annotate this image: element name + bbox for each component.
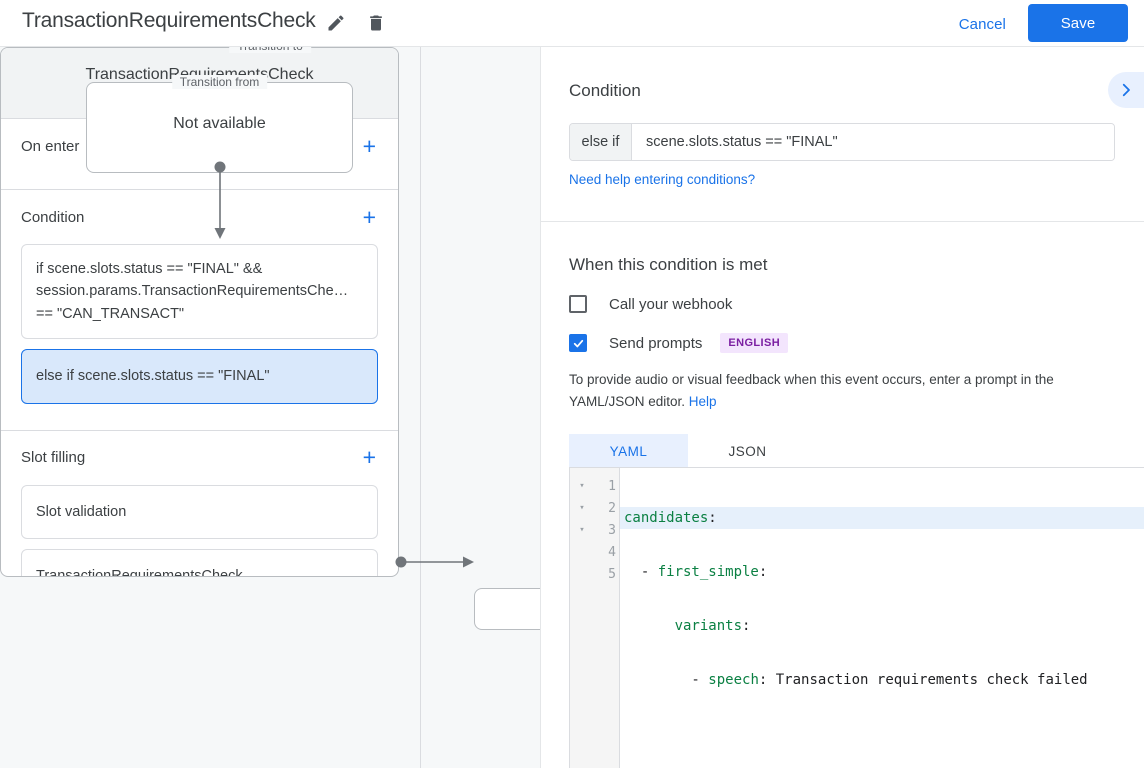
detail-panel: Condition else if scene.slots.status == …	[540, 47, 1144, 768]
tab-json[interactable]: JSON	[728, 443, 767, 459]
gutter-line: ▾3	[570, 519, 619, 541]
condition-input-row[interactable]: else if scene.slots.status == "FINAL"	[569, 123, 1115, 161]
condition-operator: else if	[570, 124, 632, 160]
panel-when-met-section: When this condition is met Call your web…	[541, 221, 1144, 469]
add-condition-button[interactable]: +	[362, 203, 376, 230]
section-slot-filling: Slot filling + Slot validation Transacti…	[1, 431, 398, 576]
tab-yaml[interactable]: YAML	[569, 434, 688, 469]
section-title-condition: Condition	[21, 208, 85, 226]
send-prompts-checkbox[interactable]	[569, 334, 587, 352]
webhook-checkbox[interactable]	[569, 295, 587, 313]
when-met-title: When this condition is met	[569, 255, 768, 274]
condition-outgoing-edge	[395, 556, 474, 568]
fold-arrow-icon[interactable]: ▾	[579, 481, 585, 491]
slot-filling-item[interactable]: TransactionRequirementsCheck	[21, 549, 378, 576]
yaml-key: first_simple	[657, 564, 759, 580]
yaml-key: variants	[674, 618, 743, 634]
add-slot-filling-button[interactable]: +	[362, 444, 376, 471]
chevron-right-icon[interactable]	[1108, 72, 1144, 108]
editor-gutter: ▾1 ▾2 ▾3 4 5	[570, 468, 620, 768]
condition-help-link[interactable]: Need help entering conditions?	[569, 172, 756, 187]
panel-condition-section: Condition else if scene.slots.status == …	[541, 47, 1144, 189]
send-prompts-checkbox-row[interactable]: Send prompts ENGLISH	[569, 333, 1125, 353]
slot-filling-item[interactable]: Slot validation	[21, 484, 378, 540]
editor-tabs: YAML JSON	[569, 434, 1125, 469]
transition-to-legend: Transition to	[229, 47, 311, 53]
section-on-enter: On enter +	[1, 119, 398, 190]
section-title-slot-filling: Slot filling	[21, 449, 86, 467]
send-prompts-label: Send prompts	[609, 334, 703, 352]
transition-from-node[interactable]: Transition from Not available	[86, 75, 353, 173]
prompts-description-text: To provide audio or visual feedback when…	[569, 372, 1054, 409]
code-line: variants:	[674, 618, 751, 634]
section-title-on-enter: On enter	[21, 137, 80, 155]
canvas-divider	[420, 47, 421, 768]
code-line: candidates:	[620, 507, 1144, 529]
fold-arrow-icon[interactable]: ▾	[579, 525, 585, 535]
flow-canvas: Transition from Not available Transition…	[0, 47, 540, 768]
transition-from-legend: Transition from	[171, 75, 268, 89]
code-line: - speech: Transaction requirements check…	[624, 672, 1088, 688]
page-title: TransactionRequirementsCheck	[22, 9, 316, 32]
yaml-key: candidates	[624, 510, 709, 526]
gutter-line: ▾1	[570, 475, 619, 497]
language-badge: ENGLISH	[720, 333, 789, 353]
target-node-stub[interactable]	[474, 588, 540, 630]
add-on-enter-button[interactable]: +	[362, 132, 376, 159]
pencil-icon[interactable]	[324, 11, 348, 35]
prompts-description: To provide audio or visual feedback when…	[569, 369, 1125, 412]
code-editor[interactable]: ▾1 ▾2 ▾3 4 5 candidates: - first_simple:…	[569, 467, 1144, 768]
gutter-line: 5	[608, 566, 616, 582]
flow-connector-arrow	[214, 161, 226, 239]
app-header: TransactionRequirementsCheck Cancel Save	[0, 0, 1144, 47]
code-line: - first_simple:	[624, 564, 768, 580]
code-line	[620, 723, 1144, 745]
save-button[interactable]: Save	[1028, 4, 1128, 42]
panel-condition-title: Condition	[569, 81, 641, 100]
webhook-checkbox-row[interactable]: Call your webhook	[569, 295, 1125, 313]
cancel-button[interactable]: Cancel	[949, 8, 1016, 40]
editor-code-area[interactable]: candidates: - first_simple: variants: - …	[620, 468, 1144, 768]
condition-item-selected[interactable]: else if scene.slots.status == "FINAL"	[21, 349, 378, 404]
prompts-help-link[interactable]: Help	[688, 393, 717, 409]
condition-expression-input[interactable]: scene.slots.status == "FINAL"	[632, 124, 1114, 160]
section-condition: Condition + if scene.slots.status == "FI…	[1, 190, 398, 431]
condition-item[interactable]: if scene.slots.status == "FINAL" && sess…	[21, 244, 378, 340]
yaml-value: Transaction requirements check failed	[767, 672, 1088, 688]
trash-icon[interactable]	[364, 11, 388, 35]
webhook-label: Call your webhook	[609, 295, 733, 313]
fold-arrow-icon[interactable]: ▾	[579, 503, 585, 513]
yaml-key: speech	[708, 672, 759, 688]
gutter-line: 4	[608, 544, 616, 560]
transition-from-value: Not available	[173, 115, 266, 132]
gutter-line: ▾2	[570, 497, 619, 519]
panel-divider	[541, 221, 1144, 222]
